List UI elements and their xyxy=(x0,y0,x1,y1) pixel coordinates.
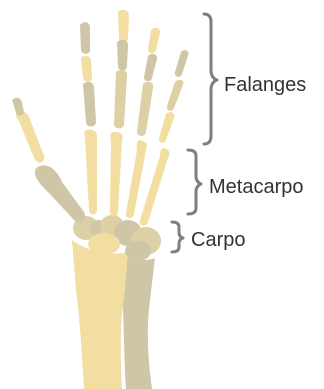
carpus-label: Carpo xyxy=(191,230,245,250)
phalanx-bones xyxy=(12,10,188,163)
phalanges-bracket xyxy=(204,14,217,144)
carpus-bracket xyxy=(172,222,183,252)
metacarpal-bones xyxy=(35,129,170,225)
radius-bone xyxy=(72,240,128,389)
metacarpus-bracket xyxy=(188,150,201,214)
phalanges-label: Falanges xyxy=(224,75,306,95)
metacarpus-label: Metacarpo xyxy=(209,177,304,197)
